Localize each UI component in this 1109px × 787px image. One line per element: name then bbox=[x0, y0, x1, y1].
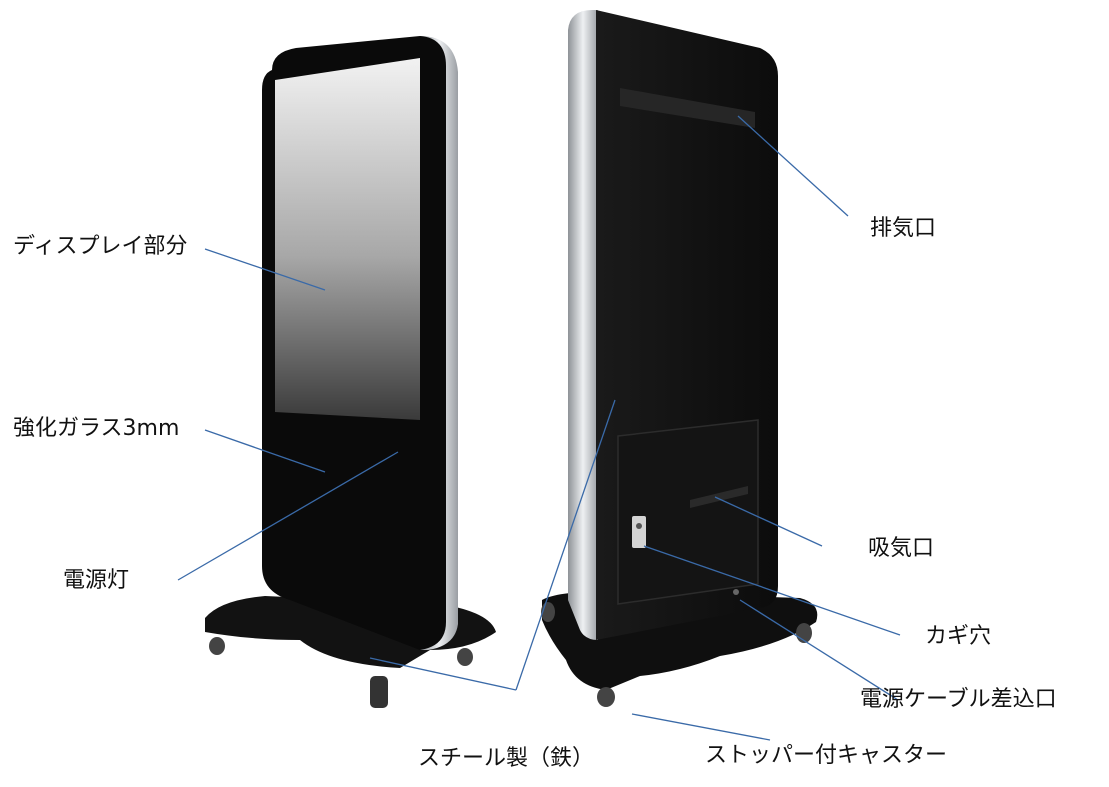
label-power-lamp: 電源灯 bbox=[63, 568, 130, 593]
leader-display bbox=[204, 248, 326, 291]
back-exhaust-vent bbox=[620, 88, 755, 128]
leader-power-lamp bbox=[177, 451, 399, 581]
label-intake: 吸気口 bbox=[868, 536, 935, 561]
label-glass: 強化ガラス3mm bbox=[13, 416, 180, 441]
back-side-frame bbox=[568, 10, 598, 640]
front-caster-stopper bbox=[370, 676, 388, 708]
leader-power-inlet bbox=[739, 599, 899, 701]
leader-glass bbox=[204, 429, 326, 473]
back-caster-front bbox=[597, 687, 615, 707]
leader-exhaust bbox=[737, 115, 849, 217]
back-power-inlet bbox=[733, 589, 739, 595]
leader-keyhole bbox=[643, 545, 901, 636]
back-access-door bbox=[617, 419, 759, 605]
label-keyhole: カギ穴 bbox=[925, 624, 992, 649]
leader-casters bbox=[631, 713, 771, 741]
leader-intake bbox=[714, 496, 823, 547]
label-casters: ストッパー付キャスター bbox=[705, 743, 948, 768]
label-steel: スチール製（鉄） bbox=[418, 746, 595, 771]
front-caster-right bbox=[457, 648, 473, 666]
back-intake-vent bbox=[690, 486, 748, 508]
front-caster-left bbox=[209, 637, 225, 655]
front-kiosk bbox=[205, 36, 496, 708]
front-screen bbox=[275, 58, 420, 420]
label-power-inlet: 電源ケーブル差込口 bbox=[860, 687, 1057, 712]
back-keyhole-plate bbox=[632, 516, 646, 548]
leader-steel-panel bbox=[515, 399, 616, 691]
back-keyhole bbox=[636, 523, 642, 529]
label-display: ディスプレイ部分 bbox=[13, 234, 188, 259]
label-exhaust: 排気口 bbox=[870, 216, 937, 241]
back-kiosk bbox=[541, 10, 818, 707]
leader-steel-base bbox=[369, 657, 517, 691]
leader-lines bbox=[177, 115, 901, 741]
